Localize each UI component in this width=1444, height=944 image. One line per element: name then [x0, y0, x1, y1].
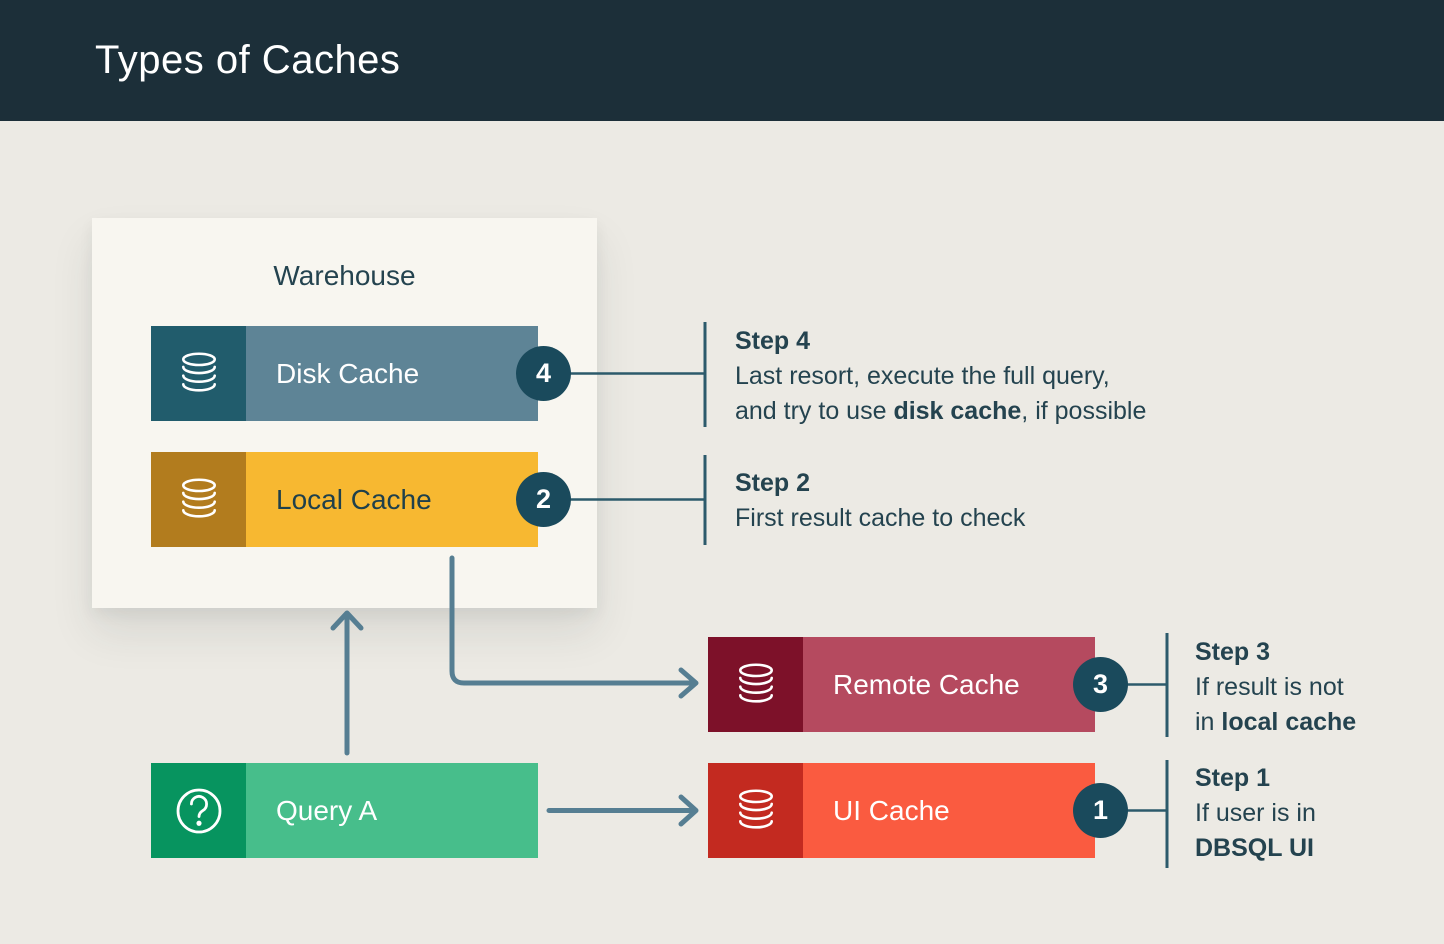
step-3-line-1: If result is not — [1195, 673, 1344, 701]
step-3-line-2: in local cache — [1195, 708, 1357, 736]
step-2-annotation: Step 2 First result cache to check — [735, 466, 1025, 536]
step-2-title: Step 2 — [735, 469, 811, 497]
arrow-query-to-uicache — [546, 794, 699, 827]
step-1-badge: 1 — [1073, 783, 1128, 838]
step-1-title: Step 1 — [1195, 764, 1271, 792]
query-a-label: Query A — [246, 763, 538, 858]
remote-cache-node: Remote Cache — [708, 637, 1095, 732]
step-3-annotation: Step 3 If result is not in local cache — [1195, 635, 1356, 740]
step-1-line-1: If user is in — [1195, 799, 1316, 827]
step-4-title: Step 4 — [735, 327, 811, 355]
step-2-badge: 2 — [516, 472, 571, 527]
step-4-line-2: and try to use disk cache, if possible — [735, 397, 1147, 425]
step-3-badge: 3 — [1073, 657, 1128, 712]
ui-cache-label: UI Cache — [803, 763, 1095, 858]
step-3-title: Step 3 — [1195, 638, 1271, 666]
database-icon — [151, 452, 246, 547]
arrow-query-to-warehouse — [330, 610, 364, 756]
page-title: Types of Caches — [95, 38, 401, 82]
local-cache-label: Local Cache — [246, 452, 538, 547]
header-bar: Types of Caches — [0, 0, 1444, 121]
step-2-line-1: First result cache to check — [735, 504, 1026, 532]
question-mark-icon — [151, 763, 246, 858]
remote-cache-label: Remote Cache — [803, 637, 1095, 732]
step-4-annotation: Step 4 Last resort, execute the full que… — [735, 324, 1146, 429]
query-a-node: Query A — [151, 763, 538, 858]
local-cache-node: Local Cache — [151, 452, 538, 547]
disk-cache-node: Disk Cache — [151, 326, 538, 421]
disk-cache-label: Disk Cache — [246, 326, 538, 421]
ui-cache-node: UI Cache — [708, 763, 1095, 858]
step-4-badge: 4 — [516, 346, 571, 401]
step-1-annotation: Step 1 If user is in DBSQL UI — [1195, 761, 1316, 866]
database-icon — [151, 326, 246, 421]
database-icon — [708, 763, 803, 858]
step-1-line-2: DBSQL UI — [1195, 834, 1314, 862]
database-icon — [708, 637, 803, 732]
warehouse-label: Warehouse — [273, 260, 416, 291]
step-4-line-1: Last resort, execute the full query, — [735, 362, 1110, 390]
